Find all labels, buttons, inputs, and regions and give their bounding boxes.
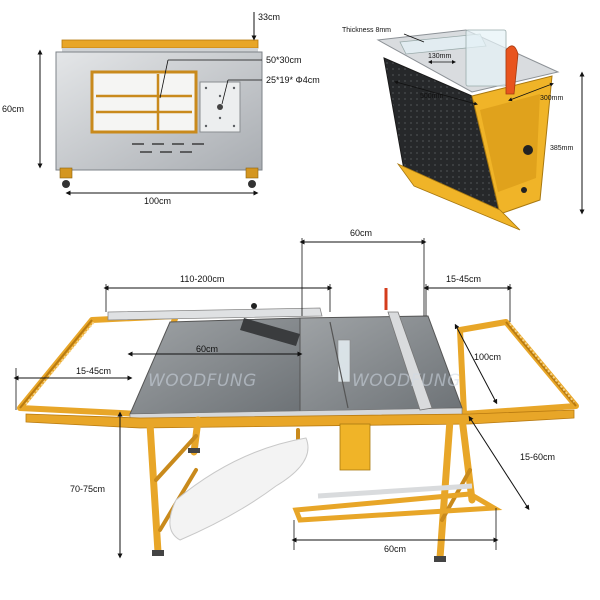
cabinet-front-view: 33cm 50*30cm 25*19* Φ4cm 60cm 100cm [2,12,320,206]
folding-table-view: WOODFUNG WOODFUNG 60cm 110-200cm 15-45cm… [13,228,579,562]
dim-top-60: 60cm [350,228,372,238]
dim-table-depth: 100cm [474,352,501,362]
dim-sliding-table: 60cm [196,344,218,354]
dim-130mm: 130mm [428,53,452,60]
dim-table-height: 70-75cm [70,484,105,494]
dim-top-rail: 33cm [258,12,280,22]
dim-cabinet-width: 100cm [144,196,171,206]
dim-385mm: 385mm [550,145,574,152]
watermark-right: WOODFUNG [352,371,461,391]
dim-right-extension: 15-45cm [446,274,481,284]
watermark-left: WOODFUNG [148,371,257,391]
dim-thickness: Thickness 8mm [342,27,391,34]
dim-300mm: 300mm [540,95,564,102]
saw-unit-view: Thickness 8mm 130mm 500mm 300mm 385mm [342,27,585,231]
dim-cabinet-height: 60cm [2,104,24,114]
dim-slide-range: 110-200cm [180,274,224,284]
dim-insert-plate: 25*19* Φ4cm [266,75,320,85]
dim-500mm: 500mm [420,93,444,100]
dim-opening: 50*30cm [266,55,302,65]
dim-bottom-60: 60cm [384,544,406,554]
dim-extension-depth: 15-60cm [520,452,555,462]
dim-left-extension: 15-45cm [76,366,111,376]
